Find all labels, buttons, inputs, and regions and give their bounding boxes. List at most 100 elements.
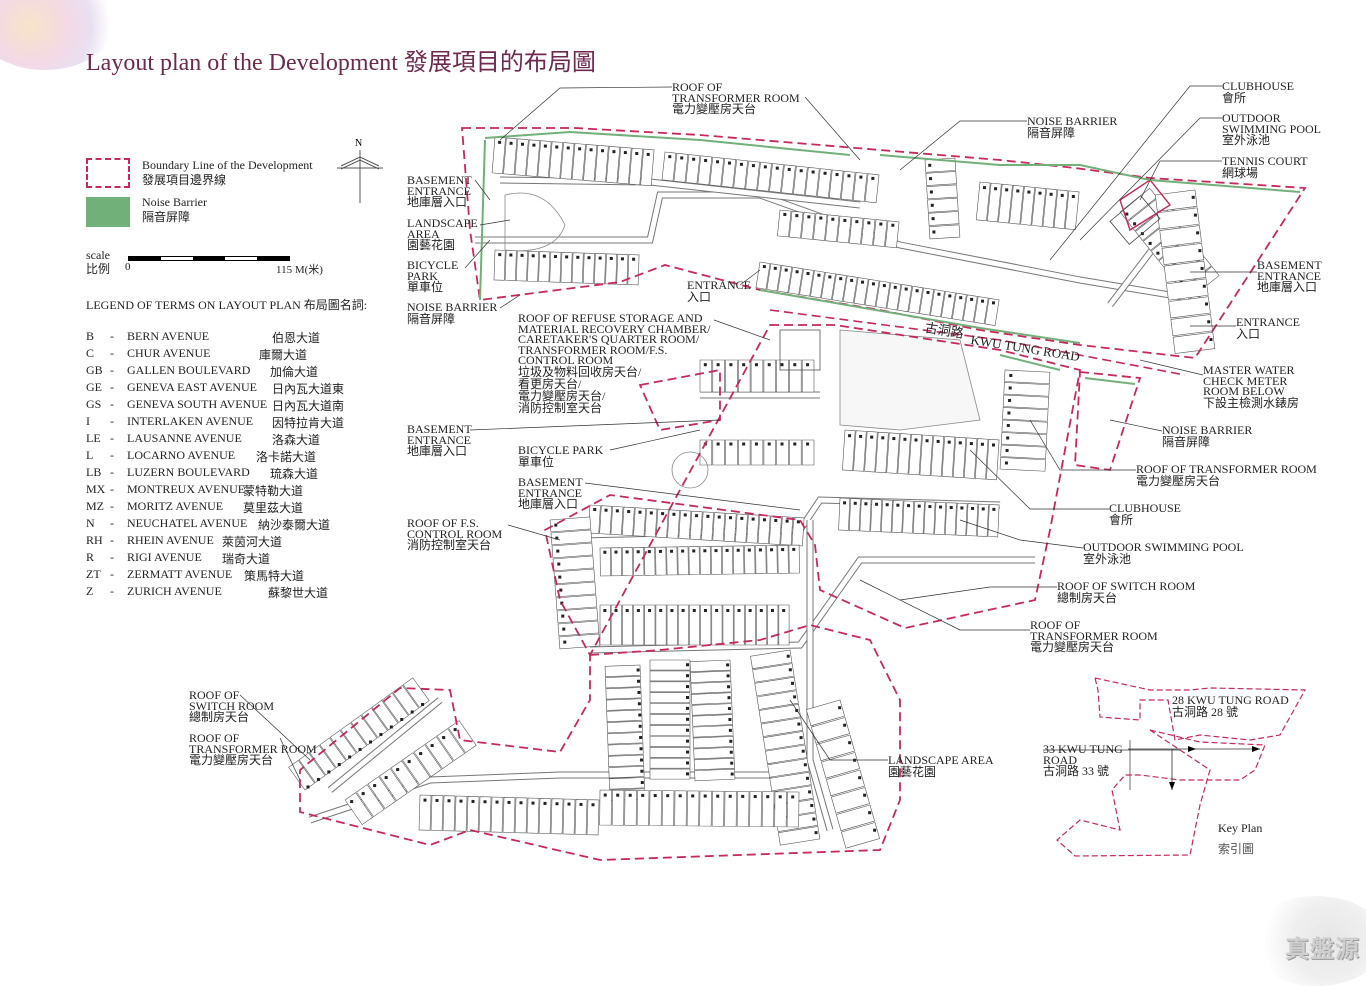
- term-ab: GE: [86, 380, 102, 394]
- unit-marker: [799, 736, 803, 740]
- unit-marker: [793, 442, 797, 446]
- term-ab: MZ: [86, 499, 104, 513]
- label-line-zh: 網球場: [1222, 165, 1259, 180]
- unit-marker: [636, 609, 640, 612]
- unit-marker: [1202, 284, 1206, 288]
- house-unit: [649, 681, 691, 693]
- house-unit: [752, 663, 795, 683]
- label-line-zh: 垃圾及物料回收房天台/: [518, 364, 642, 379]
- house-unit: [340, 722, 368, 753]
- house-unit: [616, 253, 629, 285]
- unit-marker: [797, 722, 801, 726]
- unit-marker: [725, 548, 729, 552]
- house-unit: [1003, 382, 1050, 397]
- house-unit: [649, 725, 691, 736]
- term-ab: GS: [86, 397, 102, 411]
- unit-marker: [729, 516, 733, 520]
- term-nm: MORITZ AVENUE: [127, 499, 224, 513]
- unit-marker: [647, 550, 651, 554]
- house-unit: [998, 183, 1013, 224]
- house-unit: [805, 167, 820, 197]
- unit-marker: [623, 151, 627, 155]
- house-unit: [828, 169, 844, 200]
- unit-marker: [543, 144, 547, 148]
- house-unit: [430, 795, 444, 831]
- scale-label: scale 比例: [86, 248, 110, 276]
- term-zh: 庫爾大道: [259, 348, 308, 362]
- arrow-head-icon: [1169, 782, 1175, 790]
- unit-marker: [928, 163, 932, 167]
- unit-marker: [695, 514, 699, 518]
- house-unit: [649, 736, 691, 747]
- house-unit: [725, 359, 738, 393]
- unit-marker: [716, 160, 720, 164]
- unit-marker: [327, 770, 331, 774]
- unit-marker: [1156, 251, 1160, 255]
- unit-marker: [396, 768, 400, 772]
- house-unit: [838, 497, 851, 531]
- house-unit: [1042, 188, 1058, 228]
- house-unit: [1157, 207, 1200, 230]
- unit-marker: [729, 750, 733, 754]
- house-unit: [1000, 444, 1047, 460]
- house-unit: [886, 282, 902, 311]
- leader-line: [469, 419, 721, 431]
- unit-marker: [348, 755, 352, 759]
- unit-marker: [686, 663, 689, 667]
- label-line-zh: 古洞路 28 號: [1172, 704, 1239, 719]
- house-unit: [722, 604, 734, 646]
- noise-barrier: [879, 154, 1301, 193]
- unit-marker: [637, 702, 641, 706]
- house-unit: [853, 430, 867, 472]
- unit-marker: [471, 799, 475, 803]
- house-unit: [709, 156, 725, 187]
- watermark-logo: 真盤源: [1285, 937, 1360, 963]
- unit-marker: [625, 550, 629, 554]
- unit-marker: [1008, 398, 1012, 402]
- house-unit: [558, 633, 601, 650]
- house-unit: [418, 794, 432, 831]
- term-ab: MX: [86, 482, 106, 496]
- unit-marker: [991, 301, 995, 305]
- unit-marker: [483, 800, 487, 804]
- house-unit: [897, 433, 911, 475]
- unit-marker: [635, 152, 639, 156]
- house-unit: [859, 498, 872, 532]
- term-zh: 日內瓦大道南: [272, 399, 345, 413]
- house-unit: [987, 182, 1002, 223]
- house-unit: [633, 507, 646, 537]
- unit-marker: [727, 696, 731, 700]
- unit-marker: [870, 435, 874, 439]
- unit-marker: [855, 220, 859, 224]
- label-line-zh: 園藝花園: [407, 238, 456, 253]
- unit-marker: [692, 609, 696, 612]
- unit-marker: [648, 609, 652, 612]
- noise-barrier: [479, 139, 486, 301]
- term-zh: 納沙泰爾大道: [258, 518, 331, 532]
- unit-marker: [1049, 192, 1053, 196]
- label-line-zh: 下設主檢測水錶房: [1203, 395, 1300, 410]
- label-line-zh: 園藝花園: [888, 764, 937, 779]
- unit-marker: [589, 148, 593, 152]
- unit-marker: [555, 145, 559, 149]
- house-unit: [712, 439, 725, 466]
- label-line-zh: 電力變壓房天台: [1030, 640, 1115, 655]
- house-unit: [928, 211, 960, 226]
- house-unit: [733, 545, 745, 575]
- house-unit: [611, 789, 625, 826]
- unit-marker: [937, 292, 941, 296]
- house-unit: [810, 270, 825, 299]
- house-unit: [690, 681, 732, 694]
- term-dash: -: [110, 380, 114, 394]
- house-unit: [571, 252, 584, 284]
- house-unit: [870, 499, 883, 533]
- unit-marker: [873, 828, 877, 832]
- term-dash: -: [110, 431, 114, 445]
- house-unit: [813, 213, 828, 241]
- label-line-en: ENTRANCE: [687, 278, 751, 292]
- boundary-east-small: [1074, 371, 1142, 471]
- unit-marker: [715, 609, 719, 612]
